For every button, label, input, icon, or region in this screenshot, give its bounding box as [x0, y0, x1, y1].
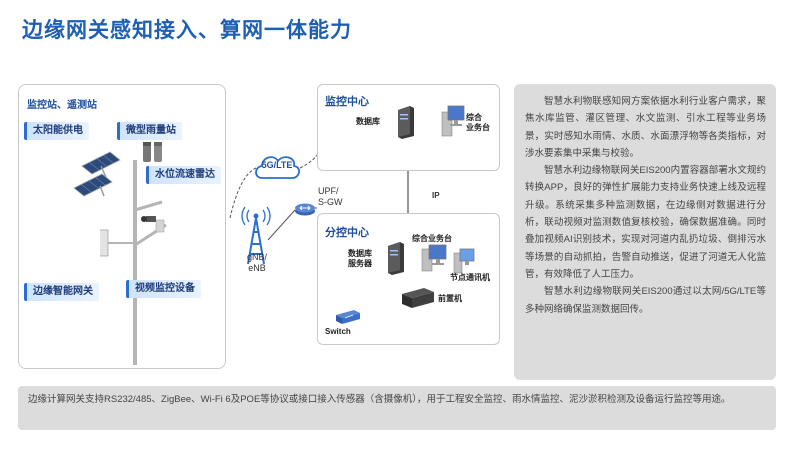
- sub-business-label: 综合业务台: [412, 234, 452, 243]
- label-solar: 太阳能供电: [24, 122, 89, 140]
- router-icon: [295, 203, 315, 216]
- cloud-5g-icon: [255, 156, 300, 179]
- front-end-label: 前置机: [438, 294, 462, 303]
- tower-label: gNB/ eNB: [246, 252, 267, 273]
- cloud-label: 5G/LTE: [261, 160, 293, 170]
- workstation-icon: [421, 244, 447, 272]
- station-title: 监控站、遥测站: [27, 100, 97, 111]
- front-end-server-icon: [402, 288, 434, 308]
- db-server-label: 数据库 服务器: [348, 249, 372, 268]
- solar-panel-icon: [73, 173, 113, 197]
- switch-label: Switch: [325, 327, 351, 336]
- page-title: 边缘网关感知接入、算网一体能力: [22, 19, 352, 42]
- label-rain-station: 微型雨量站: [117, 122, 182, 140]
- sub-center-box: [317, 213, 500, 345]
- database-server-icon: [398, 106, 414, 139]
- node-comm-label: 节点通讯机: [450, 273, 490, 282]
- sub-center-title: 分控中心: [325, 227, 369, 239]
- business-desk-label: 综合 业务台: [466, 113, 490, 132]
- description-paragraph: 智慧水利边缘物联网关EIS200通过以太网/5G/LTE等多种网络确保监测数据回…: [525, 286, 766, 315]
- radio-tower-icon: [241, 206, 271, 265]
- upf-label: UPF/ S-GW: [318, 186, 343, 207]
- monitoring-pole-illustration: [100, 160, 167, 365]
- description-paragraph: 智慧水利边缘物联网关EIS200内置容器部署水文规约转换APP，良好的弹性扩展能…: [525, 165, 766, 280]
- workstation-icon: [441, 105, 465, 137]
- node-comm-icon: [453, 248, 475, 274]
- description-paragraph: 智慧水利物联感知网方案依据水利行业客户需求，聚焦水库监管、灌区管理、水文监测、引…: [525, 96, 766, 159]
- switch-icon: [336, 310, 360, 324]
- bottom-note: 边缘计算网关支持RS232/485、ZigBee、Wi-Fi 6及POE等协议或…: [18, 386, 776, 430]
- database-server-icon: [388, 242, 404, 275]
- database-label: 数据库: [356, 117, 380, 126]
- monitor-center-title: 监控中心: [325, 96, 369, 108]
- label-video-device: 视频监控设备: [126, 280, 201, 298]
- label-edge-gateway: 边缘智能网关: [24, 283, 99, 301]
- rain-gauge-icon: [143, 142, 162, 162]
- ip-label: IP: [432, 191, 440, 200]
- label-water-radar: 水位流速雷达: [146, 166, 221, 184]
- description-panel: 智慧水利物联感知网方案依据水利行业客户需求，聚焦水库监管、灌区管理、水文监测、引…: [514, 84, 776, 380]
